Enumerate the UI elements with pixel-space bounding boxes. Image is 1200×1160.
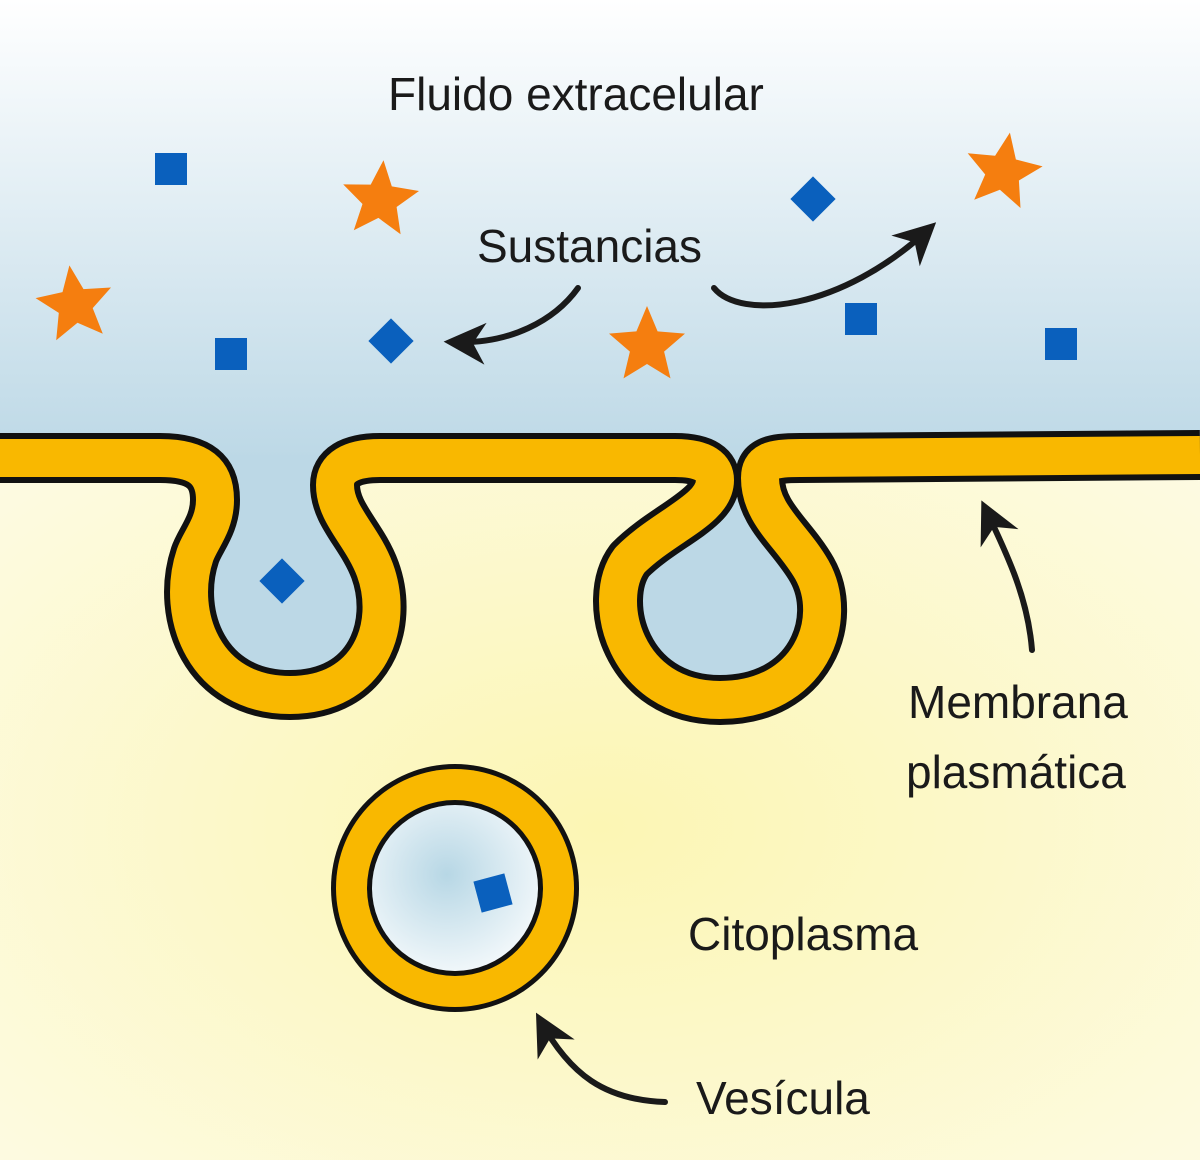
orange-star-icon (967, 132, 1043, 208)
vesicle (331, 764, 579, 1012)
arrow-to-vesicle (535, 1012, 668, 1105)
arrow-to-membrane (980, 500, 1035, 653)
plasma-membrane (0, 430, 1200, 725)
arrow-to-left-square (443, 285, 581, 365)
extracellular-region (0, 0, 1200, 462)
blue-square-icon (1045, 328, 1077, 360)
membrane-label-line2: plasmática (906, 746, 1126, 798)
blue-square-icon (790, 176, 836, 222)
orange-star-icon (35, 265, 111, 341)
orange-star-icon (343, 160, 419, 235)
cytoplasm-label: Citoplasma (688, 908, 919, 960)
blue-square-icon (215, 338, 247, 370)
arrow-to-right-star (711, 222, 937, 309)
extracellular-fluid-label: Fluido extracelular (388, 68, 764, 120)
orange-star-icon (609, 306, 685, 379)
substances-label: Sustancias (477, 220, 703, 272)
substance-stars (35, 132, 1043, 379)
membrane-label-line1: Membrana (908, 676, 1128, 728)
vesicle-label: Vesícula (696, 1072, 870, 1124)
blue-square-icon (473, 873, 513, 913)
blue-square-icon (845, 303, 877, 335)
blue-square-icon (155, 153, 187, 185)
arrows (443, 222, 1035, 1105)
